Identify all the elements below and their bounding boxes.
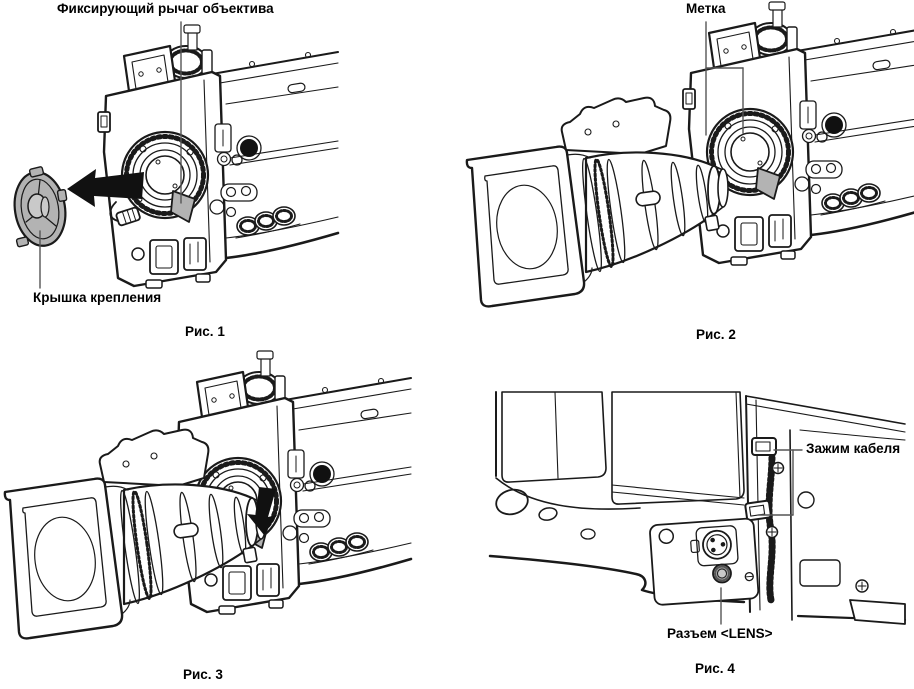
mount-cap [13,166,68,248]
leader-cable-clamp [757,449,803,516]
fig1-drawing [13,21,338,288]
fig4-drawing [488,391,907,625]
leader-mark [705,21,744,136]
remove-direction-arrow [67,169,144,207]
lens-cable [765,438,776,604]
fig1-caption: Рис. 1 [185,324,225,339]
lens-connector [712,563,732,584]
cable-clamp-bottom [744,499,772,522]
connector-panel [649,517,760,606]
label-mark: Метка [686,1,726,16]
fig2-caption: Рис. 2 [696,327,736,342]
label-lens-lock-lever: Фиксирующий рычаг объектива [57,1,274,16]
fig2-drawing [465,2,914,308]
lock-direction-arrow [247,487,277,535]
cable-clamp-top [751,437,777,456]
label-lens-connector: Разъем <LENS> [667,626,773,641]
label-cable-clamp: Зажим кабеля [806,441,901,456]
fig3-drawing [3,351,411,640]
fig4-caption: Рис. 4 [695,661,735,676]
fig3-caption: Рис. 3 [183,667,223,682]
label-mount-cap: Крышка крепления [33,290,162,305]
